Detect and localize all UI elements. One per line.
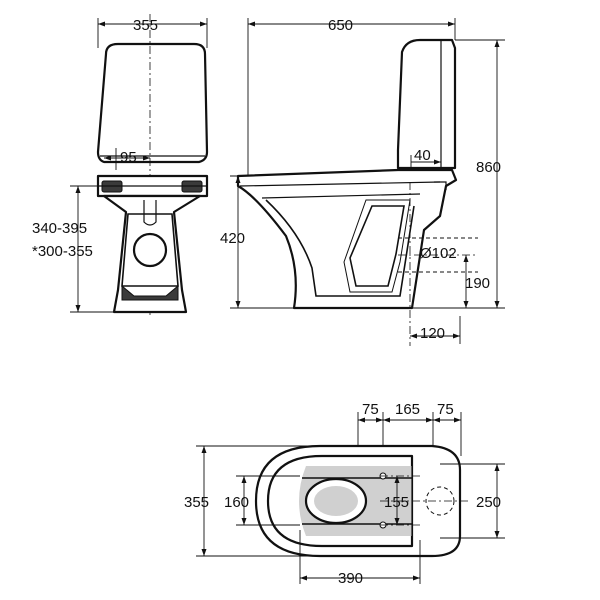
top-view: 75 165 75 355 160 155 [184, 401, 505, 587]
dim-165: 165 [395, 401, 420, 418]
outlet-diameter-label: Ø102 [420, 245, 457, 262]
seat-height-label: 420 [220, 230, 245, 247]
dim-75-left: 75 [362, 401, 379, 418]
inner-width-label: 160 [224, 494, 249, 511]
flush-offset-label: 95 [120, 149, 137, 166]
front-view: 355 95 340-395 *300-355 [32, 14, 209, 318]
bolt-spacing-label: 155 [384, 494, 409, 511]
bowl-width-label: 355 [184, 494, 209, 511]
seat-height-range-alt: *300-355 [32, 243, 93, 260]
front-width-label: 355 [133, 17, 158, 34]
outlet-distance-label: 120 [420, 325, 445, 342]
side-view: 650 40 420 Ø102 860 19 [220, 17, 505, 346]
tank-offset-label: 40 [414, 147, 431, 164]
front-tank [96, 42, 209, 164]
dim-75-right: 75 [437, 401, 454, 418]
total-height-label: 860 [476, 159, 501, 176]
outlet-height-label: 190 [465, 275, 490, 292]
seat-height-range: 340-395 [32, 220, 87, 237]
depth-label: 650 [328, 17, 353, 34]
side-bowl [236, 168, 458, 310]
tank-width-label: 250 [476, 494, 501, 511]
fixing-length-label: 390 [338, 570, 363, 587]
